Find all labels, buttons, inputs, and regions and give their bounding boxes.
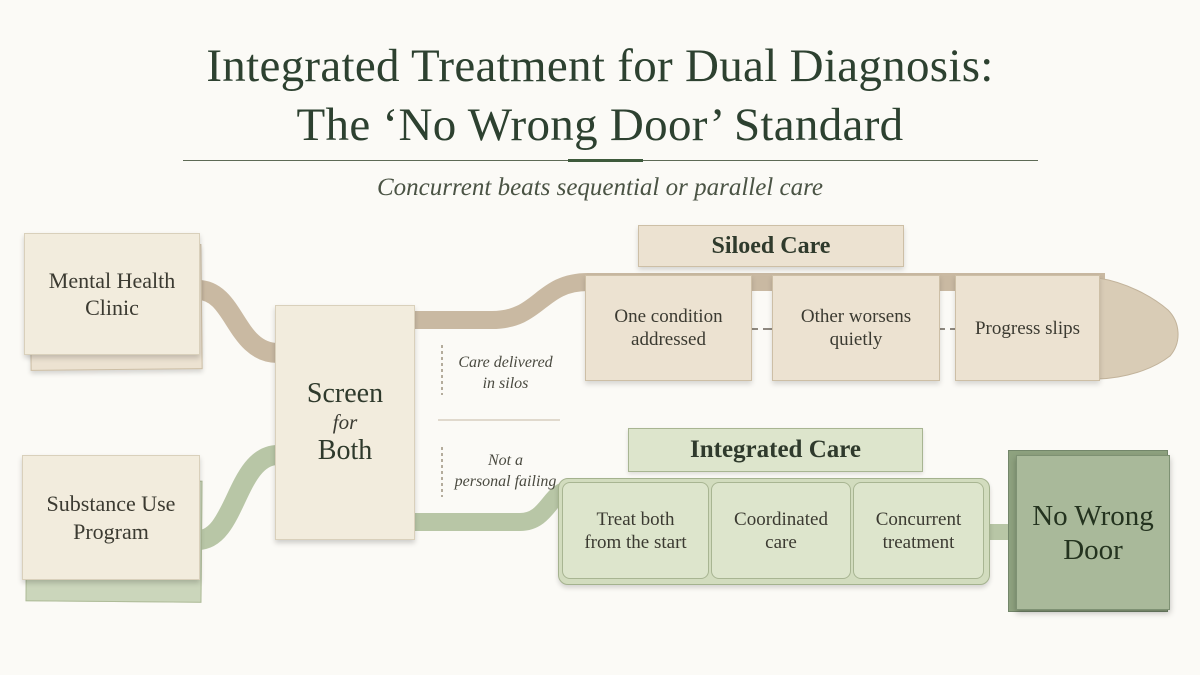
screen-line-1: Screen <box>306 378 384 409</box>
path-substance-use-to-screen <box>196 445 280 550</box>
substance-use-line-1: Substance Use <box>46 490 176 516</box>
outcome-line-1: No Wrong <box>1032 499 1154 532</box>
integrated-step-3: Concurrent treatment <box>853 482 984 579</box>
note-failing-line-2: personal failing <box>454 473 557 490</box>
substance-use-line-2: Program <box>73 518 149 544</box>
note-failing-line-1: Not a <box>487 452 524 469</box>
integrated-step-2: Coordinated care <box>711 482 851 579</box>
screen-line-2: for <box>332 410 358 434</box>
siloed-step-3-line-1: Progress slips <box>974 317 1081 339</box>
integrated-step-1: Treat both from the start <box>562 482 709 579</box>
outcome-line-2: Door <box>1063 533 1123 566</box>
mental-health-line-1: Mental Health <box>48 268 176 293</box>
siloed-care-header: Siloed Care <box>638 225 904 267</box>
mental-health-clinic-card: Mental Health Clinic <box>24 233 200 355</box>
integrated-step-3-line-2: treatment <box>882 531 955 553</box>
integrated-step-1-line-1: Treat both <box>596 508 675 530</box>
subtitle: Concurrent beats sequential or parallel … <box>376 174 823 201</box>
note-silos: Care delivered in silos <box>448 352 563 394</box>
siloed-step-1-line-2: addressed <box>631 329 706 350</box>
path-screen-to-siloed <box>412 273 1105 329</box>
integrated-step-1-line-2: from the start <box>584 531 687 553</box>
mental-health-line-2: Clinic <box>85 295 139 320</box>
siloed-step-2-line-1: Other worsens <box>800 306 912 327</box>
title-line-1: Integrated Treatment for Dual Diagnosis: <box>206 40 994 92</box>
siloed-step-1: One condition addressed <box>585 275 752 381</box>
siloed-step-3: Progress slips <box>955 275 1100 381</box>
note-silos-line-1: Care delivered <box>458 354 553 371</box>
note-failing: Not a personal failing <box>448 450 563 492</box>
no-wrong-door-card: No Wrong Door <box>1016 455 1170 610</box>
title-line-2: The ‘No Wrong Door’ Standard <box>296 99 904 151</box>
screen-line-3: Both <box>317 435 373 466</box>
substance-use-program-card: Substance Use Program <box>22 455 200 580</box>
path-screen-to-integrated <box>412 481 572 531</box>
integrated-care-header: Integrated Care <box>628 428 923 472</box>
note-silos-line-2: in silos <box>482 375 529 392</box>
integrated-care-title: Integrated Care <box>689 436 862 463</box>
integrated-step-2-line-2: care <box>765 531 797 553</box>
siloed-step-1-line-1: One condition <box>614 306 723 327</box>
title-rule-accent <box>568 159 643 162</box>
siloed-step-2-line-2: quietly <box>829 329 883 350</box>
path-mental-health-to-screen <box>196 280 280 363</box>
siloed-step-2: Other worsens quietly <box>772 275 940 381</box>
siloed-arrow-end <box>1097 277 1179 380</box>
integrated-step-3-line-1: Concurrent <box>875 508 962 530</box>
integrated-step-2-line-1: Coordinated <box>734 508 828 530</box>
screen-for-both-card: Screen for Both <box>275 305 415 540</box>
siloed-care-title: Siloed Care <box>711 232 831 259</box>
